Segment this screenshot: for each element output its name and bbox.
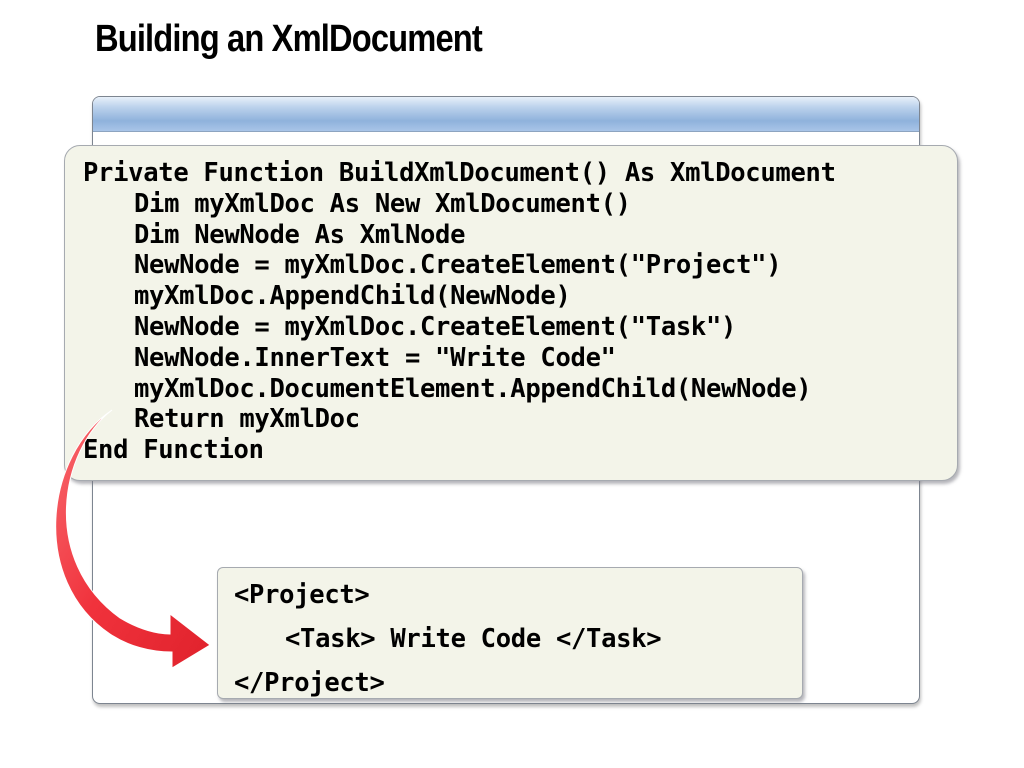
xml-output-box: <Project> <Task> Write Code </Task> </Pr… [217, 567, 803, 699]
code-line: Return myXmlDoc [134, 404, 360, 435]
slide-title: Building an XmlDocument [95, 18, 483, 60]
code-line: NewNode = myXmlDoc.CreateElement("Task") [134, 311, 737, 342]
code-line: myXmlDoc.AppendChild(NewNode) [134, 281, 571, 312]
code-line: NewNode.InnerText = "Write Code" [134, 342, 616, 373]
code-line: End Function [83, 435, 264, 466]
code-box: Private Function BuildXmlDocument() As X… [64, 145, 958, 481]
xml-line: <Project> [234, 580, 370, 610]
code-line: NewNode = myXmlDoc.CreateElement("Projec… [134, 250, 782, 281]
code-line: Private Function BuildXmlDocument() As X… [83, 158, 836, 188]
code-line: myXmlDoc.DocumentElement.AppendChild(New… [134, 373, 812, 404]
code-line: Dim myXmlDoc As New XmlDocument() [134, 188, 631, 219]
frame-header-bar [93, 97, 919, 132]
code-line: Dim NewNode As XmlNode [134, 219, 466, 250]
xml-line: <Task> Write Code </Task> [285, 624, 662, 654]
xml-line: </Project> [234, 668, 385, 698]
